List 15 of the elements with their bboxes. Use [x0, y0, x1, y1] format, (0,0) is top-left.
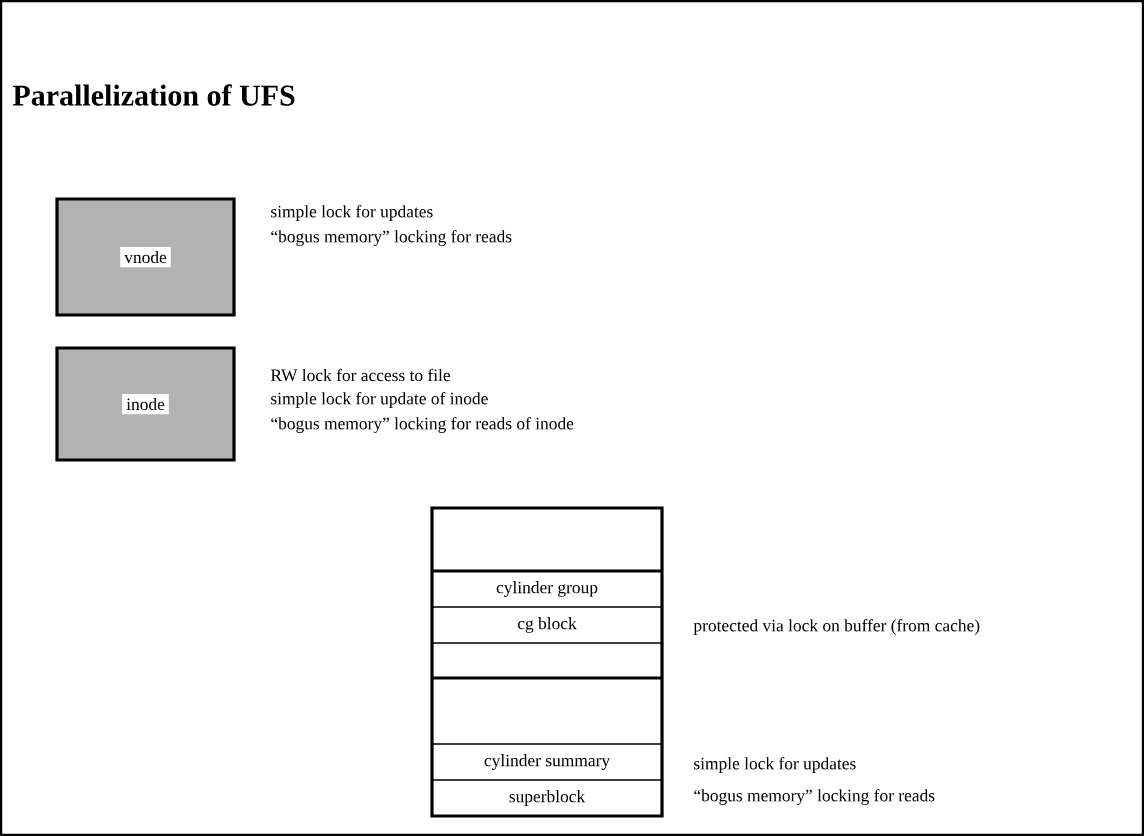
note-text: simple lock for updates: [271, 205, 433, 221]
stack-cell: cg block: [431, 606, 663, 644]
note-text: “bogus memory” locking for reads of inode: [271, 417, 574, 433]
stack-cell: cylinder summary: [431, 743, 663, 781]
note-text: “bogus memory” locking for reads: [271, 230, 512, 246]
note-text: RW lock for access to file: [270, 368, 451, 382]
box-label: vnode: [120, 246, 171, 268]
box-label: inode: [122, 393, 169, 415]
note-text: simple lock for update of inode: [271, 392, 488, 408]
note-text: simple lock for updates: [694, 757, 856, 773]
title: Parallelization of UFS: [12, 84, 295, 106]
stack-cell: superblock: [431, 779, 663, 817]
node-label: cylinder group: [496, 581, 598, 597]
note-text: protected via lock on buffer (from cache): [693, 619, 980, 635]
note-text: “bogus memory” locking for reads: [694, 789, 935, 805]
